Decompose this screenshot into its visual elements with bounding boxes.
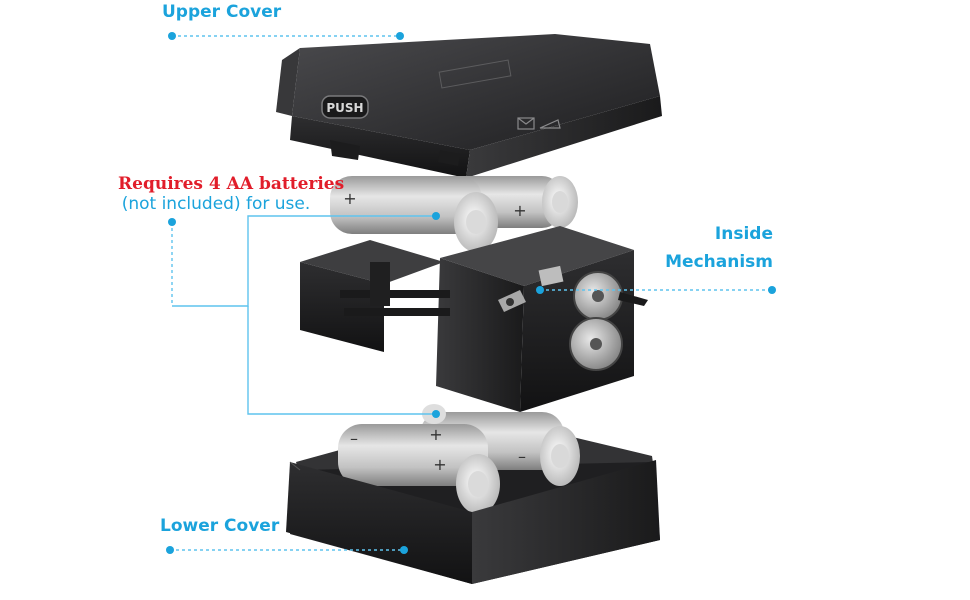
minus-mark-lower-front: – bbox=[350, 429, 358, 448]
plus-mark-upper-front: + bbox=[343, 189, 356, 208]
upper-cover-part bbox=[276, 34, 662, 178]
plus-mark-upper-back: + bbox=[513, 201, 526, 220]
upper-cover-label: Upper Cover bbox=[162, 2, 282, 22]
dot-inside-label bbox=[768, 286, 776, 294]
dot-upper-cover-part bbox=[396, 32, 404, 40]
push-marking: PUSH bbox=[326, 101, 363, 115]
leader-requires-upper bbox=[172, 215, 436, 307]
plus-mark-lower-front: + bbox=[433, 455, 446, 474]
lower-cover-label: Lower Cover bbox=[160, 516, 280, 536]
leader-lines bbox=[170, 35, 772, 551]
requires-batteries-label: Requires 4 AA batteries bbox=[118, 174, 345, 194]
leader-requires-lower bbox=[247, 306, 436, 415]
inside-mechanism-part bbox=[300, 226, 648, 412]
dot-mechanism-part bbox=[536, 286, 544, 294]
dot-lower-cover-part bbox=[400, 546, 408, 554]
lower-battery-front bbox=[338, 424, 500, 514]
lower-cover-front bbox=[286, 460, 660, 584]
dot-upper-battery bbox=[432, 212, 440, 220]
dot-requires-label bbox=[168, 218, 176, 226]
plus-mark-lower-back: + bbox=[429, 425, 442, 444]
dot-upper-cover-label bbox=[168, 32, 176, 40]
dot-lower-battery bbox=[432, 410, 440, 418]
mechanism-label: Mechanism bbox=[665, 252, 773, 272]
dot-lower-cover-label bbox=[166, 546, 174, 554]
leader-dots bbox=[166, 32, 776, 554]
not-included-label: (not included) for use. bbox=[121, 194, 311, 214]
inside-label: Inside bbox=[714, 224, 773, 244]
minus-mark-lower-back: – bbox=[518, 447, 526, 466]
upper-battery-front bbox=[330, 176, 498, 252]
